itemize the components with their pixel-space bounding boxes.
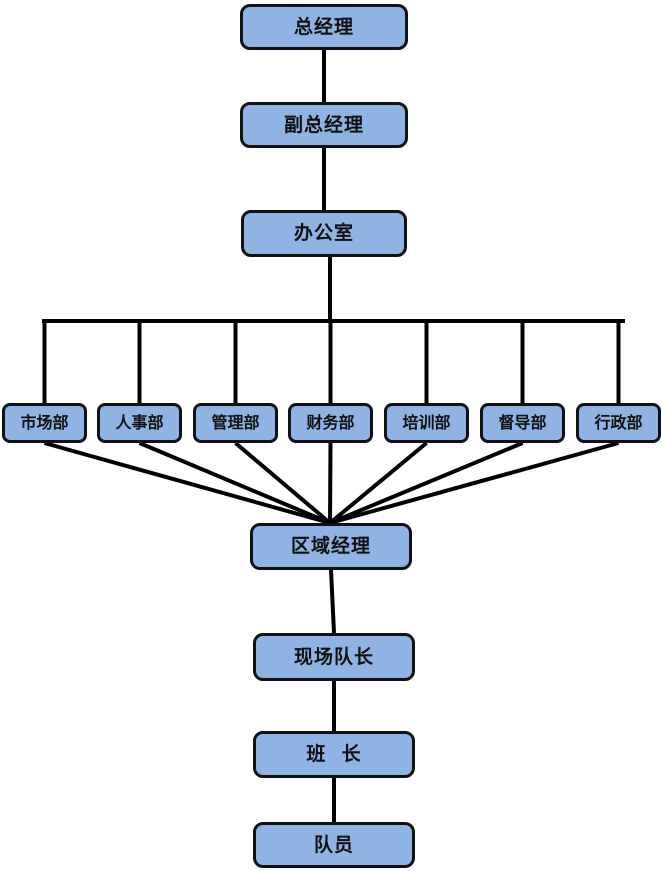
node-regional-manager[interactable]: 区域经理 xyxy=(250,523,412,570)
node-label-hr-department: 人事部 xyxy=(115,413,164,432)
connector-dept-to-regional-6 xyxy=(329,441,620,525)
connector-dept-to-regional-0 xyxy=(43,441,331,525)
connector-bottom-chain-0 xyxy=(329,569,336,634)
node-label-general-manager: 总经理 xyxy=(293,15,354,38)
node-shift-leader[interactable]: 班 长 xyxy=(253,731,415,778)
connector-dept-to-regional-4 xyxy=(328,441,428,525)
node-team-member[interactable]: 队员 xyxy=(253,822,415,868)
node-label-office: 办公室 xyxy=(293,222,354,244)
node-administration-department[interactable]: 行政部 xyxy=(576,403,661,443)
node-label-deputy-general-manager: 副总经理 xyxy=(283,113,364,136)
node-hr-department[interactable]: 人事部 xyxy=(97,403,182,443)
node-finance-department[interactable]: 财务部 xyxy=(288,403,373,443)
node-general-manager[interactable]: 总经理 xyxy=(240,4,408,50)
node-label-management-department: 管理部 xyxy=(211,413,260,432)
node-training-department[interactable]: 培训部 xyxy=(384,403,469,443)
node-label-training-department: 培训部 xyxy=(402,413,451,432)
connector-dept-to-regional-2 xyxy=(234,441,332,525)
node-label-supervision-department: 督导部 xyxy=(498,413,547,432)
node-office[interactable]: 办公室 xyxy=(241,210,407,257)
node-label-shift-leader: 班 长 xyxy=(306,743,362,765)
node-label-administration-department: 行政部 xyxy=(594,413,643,432)
node-site-team-leader[interactable]: 现场队长 xyxy=(253,633,415,681)
node-marketing-department[interactable]: 市场部 xyxy=(2,403,87,443)
connector-dept-to-regional-1 xyxy=(138,441,331,525)
node-label-team-member: 队员 xyxy=(313,833,354,856)
node-label-finance-department: 财务部 xyxy=(306,413,355,432)
node-label-marketing-department: 市场部 xyxy=(20,413,69,432)
connector-dept-to-regional-3 xyxy=(328,442,333,524)
node-label-regional-manager: 区域经理 xyxy=(290,535,371,557)
node-supervision-department[interactable]: 督导部 xyxy=(480,403,565,443)
node-management-department[interactable]: 管理部 xyxy=(193,403,278,443)
node-label-site-team-leader: 现场队长 xyxy=(293,645,374,668)
connector-dept-to-regional-5 xyxy=(329,441,524,525)
node-deputy-general-manager[interactable]: 副总经理 xyxy=(240,102,408,148)
